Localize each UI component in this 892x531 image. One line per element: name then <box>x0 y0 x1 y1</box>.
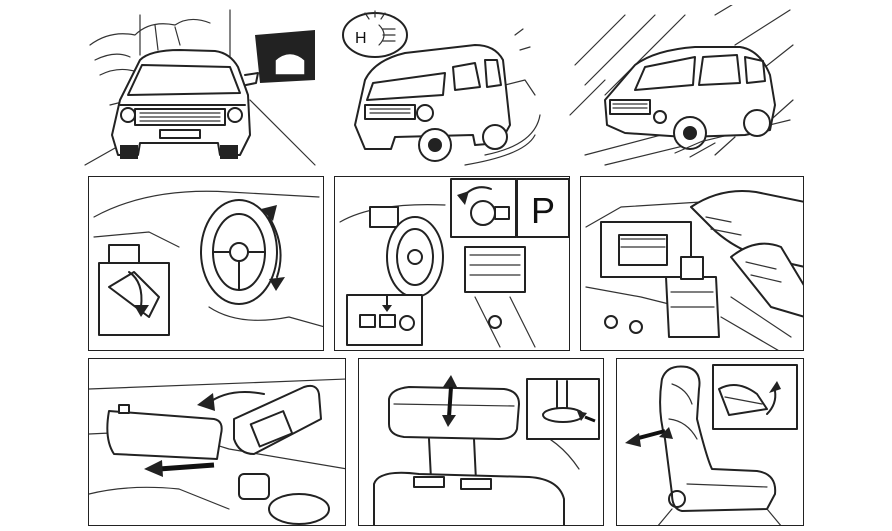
height-adjust-arrow-icon <box>442 375 457 427</box>
suv-rain-scene <box>565 5 795 170</box>
press-down-arrow-icon <box>382 294 392 312</box>
park-gear-label: P <box>531 190 555 231</box>
engine-bay-fluid-panel <box>580 176 804 351</box>
visor-swing-arrow-icon <box>197 391 265 411</box>
headlight-indicator-icon <box>364 10 396 46</box>
seat-slide-arrow-icon <box>625 427 673 447</box>
suv-tunnel-scene <box>80 5 330 170</box>
seat-recline-panel <box>616 358 804 526</box>
head-restraint-panel <box>358 358 604 526</box>
tilt-adjust-arrow-icon <box>261 205 285 291</box>
sun-visor-panel <box>88 358 346 526</box>
key-turn-arrow-icon <box>457 186 510 226</box>
lever-up-arrow-icon <box>766 381 781 415</box>
headlight-indicator-label: H <box>355 30 367 47</box>
ignition-park-panel: P <box>334 176 570 351</box>
visor-slide-arrow-icon <box>144 460 215 477</box>
steering-wheel-adjust-panel <box>88 176 324 351</box>
release-button-arrow-icon <box>577 411 596 423</box>
lever-down-arrow-icon <box>128 271 149 317</box>
van-headlight-scene: H <box>335 5 550 170</box>
